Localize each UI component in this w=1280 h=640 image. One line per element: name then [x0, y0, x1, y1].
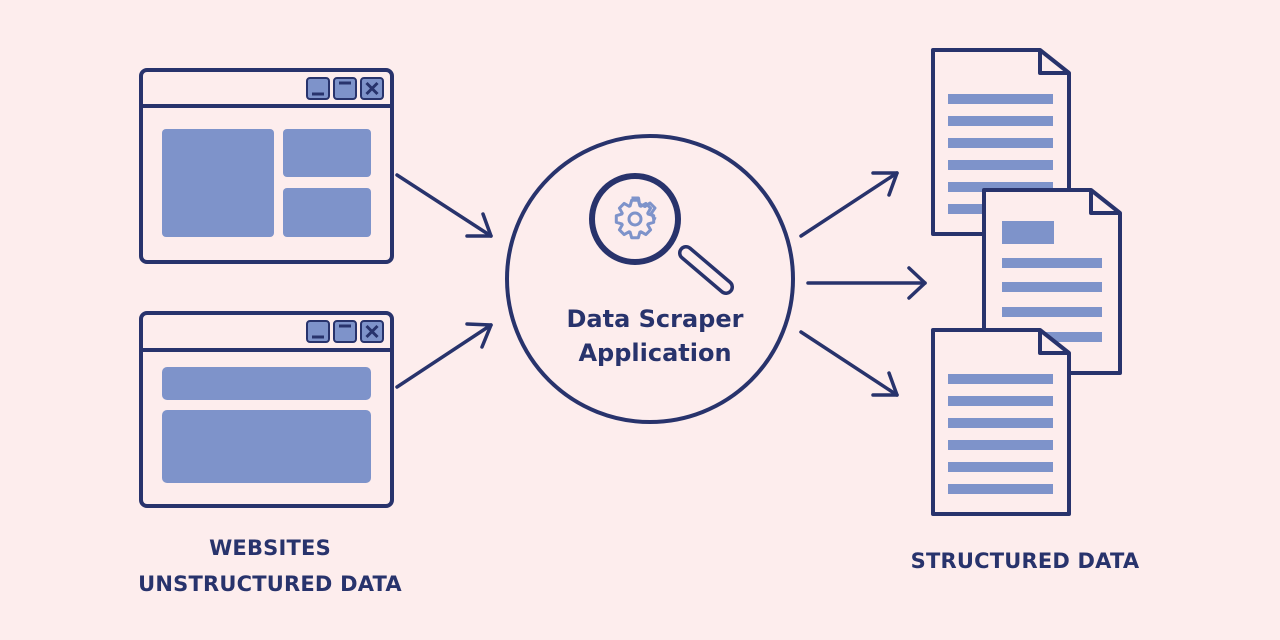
arrow-out-bottom: [799, 330, 899, 397]
website-window-2: [139, 311, 394, 508]
websites-caption-line2: UNSTRUCTURED DATA: [138, 572, 402, 596]
scraper-app-label-line1: Data Scraper: [566, 305, 744, 333]
scraper-app-label-line2: Application: [578, 339, 732, 367]
close-icon[interactable]: [360, 320, 384, 343]
maximize-icon[interactable]: [333, 320, 357, 343]
websites-caption: WEBSITES UNSTRUCTURED DATA: [110, 530, 430, 602]
content-block: [283, 188, 371, 237]
gear-hub: [627, 211, 643, 227]
websites-caption-line1: WEBSITES: [209, 536, 331, 560]
minimize-icon[interactable]: [306, 320, 330, 343]
scraper-app-label: Data Scraper Application: [540, 302, 770, 370]
document-icon: [982, 188, 1122, 375]
gear-icon: [614, 198, 656, 240]
document-icon: [931, 328, 1071, 516]
minimize-icon[interactable]: [306, 77, 330, 100]
content-block: [283, 129, 371, 177]
gear-outline: [614, 198, 656, 240]
content-block: [162, 367, 371, 400]
structured-data-caption: STRUCTURED DATA: [870, 543, 1180, 579]
content-block: [162, 129, 274, 237]
close-icon[interactable]: [360, 77, 384, 100]
arrow-out-top: [799, 171, 899, 238]
arrow-out-middle: [806, 266, 927, 300]
content-block: [162, 410, 371, 483]
scraper-app-circle: [505, 134, 795, 424]
magnifier-gear-icon: [589, 173, 734, 295]
website-window-1: [139, 68, 394, 264]
arrow-in-bottom: [395, 322, 493, 389]
structured-data-caption-text: STRUCTURED DATA: [910, 549, 1140, 573]
maximize-icon[interactable]: [333, 77, 357, 100]
arrow-in-top: [395, 173, 493, 238]
